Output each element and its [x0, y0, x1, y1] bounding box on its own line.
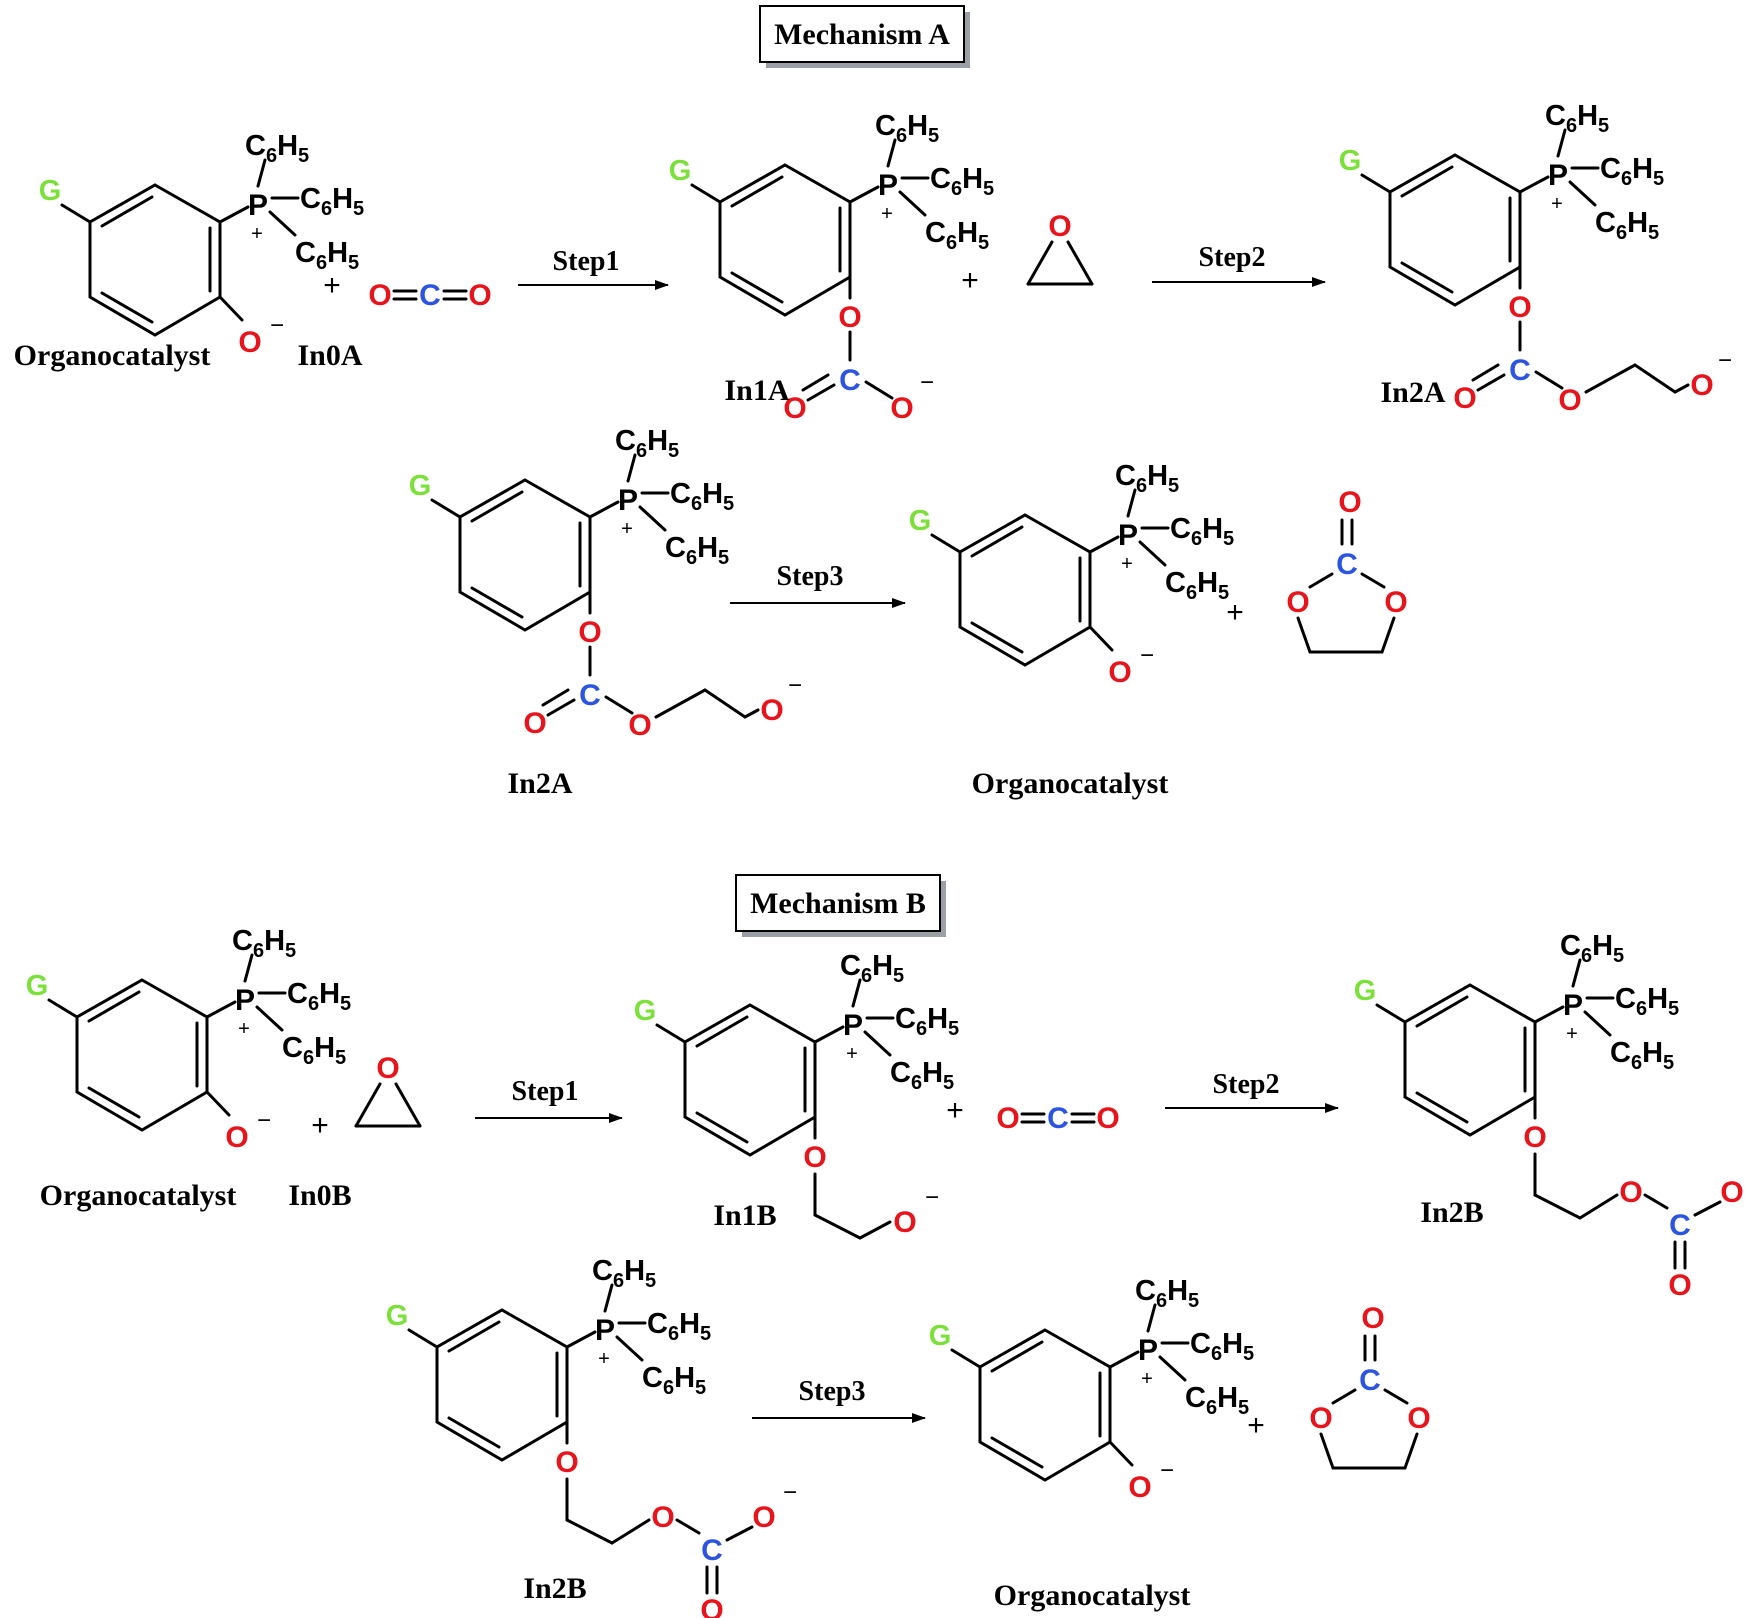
- label-step1: Step1: [553, 246, 620, 277]
- in2b-structure: [1352, 928, 1681, 1137]
- organocatalyst-structure: [37, 128, 366, 337]
- plus-sign: +: [323, 269, 341, 302]
- label-in1a: In1A: [724, 374, 789, 407]
- in1a-structure: [667, 108, 996, 317]
- carbonate-chain-group: [521, 590, 804, 744]
- epoxide-molecule: [1026, 208, 1094, 286]
- label-organocatalyst: Organocatalyst: [40, 1179, 237, 1212]
- label-in2b-repeat: In2B: [523, 1572, 586, 1605]
- label-in2a-repeat: In2A: [507, 767, 572, 800]
- mechanism-a-title: Mechanism A: [774, 18, 950, 51]
- organocatalyst-product-structure: [927, 1273, 1256, 1482]
- plus-sign: +: [311, 1109, 329, 1142]
- label-in0a: In0A: [297, 339, 362, 372]
- label-step2: Step2: [1199, 242, 1266, 273]
- ethylene-carbonate-product: [1284, 484, 1410, 654]
- phenoxide-group: [218, 295, 286, 361]
- in2a-structure-repeat: [407, 423, 736, 632]
- label-organocatalyst: Organocatalyst: [14, 339, 211, 372]
- ether-chain-group: [801, 1115, 941, 1241]
- mechanism-a-title-box: [759, 5, 965, 63]
- label-in2a: In2A: [1380, 376, 1445, 409]
- label-step2: Step2: [1213, 1069, 1280, 1100]
- organocatalyst-product-structure: [907, 458, 1236, 667]
- mechanism-b: Mechanism B Organocatalyst + In0B Step1 …: [24, 874, 1750, 1618]
- plus-sign: +: [946, 1094, 964, 1127]
- label-in2b: In2B: [1420, 1196, 1483, 1229]
- label-organocatalyst-product: Organocatalyst: [972, 767, 1169, 800]
- mechanism-b-title: Mechanism B: [750, 887, 926, 920]
- label-step3: Step3: [799, 1376, 866, 1407]
- epoxide-molecule: [354, 1050, 422, 1128]
- label-organocatalyst-product: Organocatalyst: [994, 1579, 1191, 1612]
- label-step3: Step3: [777, 561, 844, 592]
- ether-carbonate-group: [1521, 1095, 1750, 1304]
- phenoxide-group: [205, 1090, 273, 1156]
- label-step1: Step1: [512, 1076, 579, 1107]
- mechanism-a: Mechanism A Organocatalyst + In0A Step1 …: [14, 5, 1734, 800]
- plus-sign: +: [1247, 1409, 1265, 1442]
- mechanism-b-title-box: [735, 874, 941, 932]
- co2-molecule: [994, 1100, 1122, 1137]
- phenoxide-group: [1088, 625, 1156, 691]
- label-in1b: In1B: [713, 1199, 776, 1232]
- in2a-structure: [1337, 98, 1666, 307]
- plus-sign: +: [961, 264, 979, 297]
- ether-carbonate-group: [553, 1420, 799, 1618]
- co2-molecule: [366, 277, 494, 314]
- phenoxide-group: [1108, 1440, 1176, 1506]
- ethylene-carbonate-product: [1307, 1300, 1433, 1470]
- label-in0b: In0B: [288, 1179, 351, 1212]
- organocatalyst-structure: [24, 923, 353, 1132]
- in1b-structure: [632, 948, 961, 1157]
- carbonate-chain-group: [1451, 265, 1734, 419]
- in2b-structure-repeat: [384, 1253, 713, 1462]
- carbonate-group: [781, 275, 936, 427]
- plus-sign: +: [1226, 596, 1244, 629]
